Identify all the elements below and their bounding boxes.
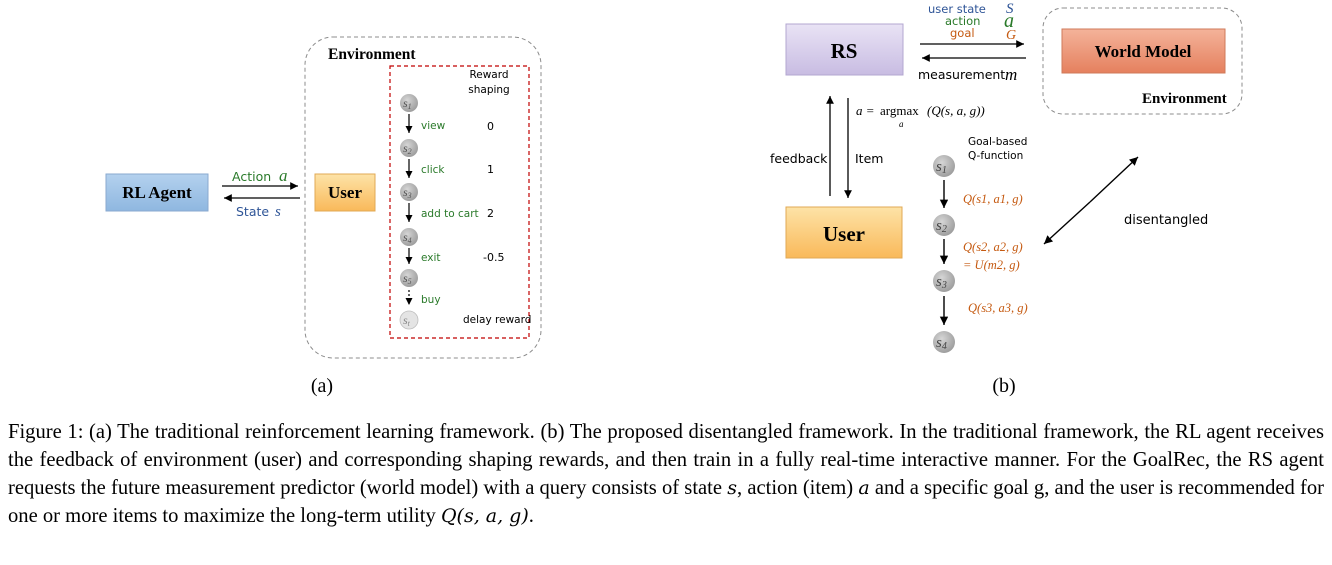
rl-agent-box — [105, 173, 209, 212]
argmax-rhs: (Q(s, a, g)) — [927, 103, 985, 118]
state-chain-b: s1 s2 s3 s4 — [933, 155, 955, 353]
world-model-box — [1061, 28, 1226, 74]
state-node-label: s4 — [403, 230, 412, 245]
sublabel-a: (a) — [311, 375, 333, 397]
caption-symbol-s: s — [727, 477, 737, 499]
state-label: State — [236, 204, 269, 219]
state-node-label: s3 — [403, 185, 412, 200]
action-exit: exit — [421, 252, 441, 264]
measurement-label: measurement — [918, 67, 1005, 82]
state-node-label: s2 — [936, 218, 947, 235]
caption-part-2: , action (item) — [737, 477, 859, 499]
sublabel-b: (b) — [992, 375, 1015, 397]
state-node-label: s1 — [403, 96, 412, 111]
user-state-label: user state — [928, 2, 986, 16]
state-node-label: s4 — [936, 335, 947, 352]
user-label-a: User — [328, 183, 362, 202]
rs-box — [785, 23, 904, 76]
environment-box-a — [304, 36, 542, 359]
argmax-lhs: a = — [856, 103, 875, 118]
reward-title-1: Reward — [469, 69, 508, 81]
state-node — [399, 310, 419, 330]
q-value-3: Q(s3, a3, g) — [968, 301, 1028, 315]
world-model-label: World Model — [1095, 42, 1192, 61]
caption-part-4: . — [528, 505, 534, 527]
state-symbol: s — [275, 204, 281, 220]
caption-part-3: and a specific goal g, and the user is r… — [8, 477, 1325, 527]
state-node-label: s1 — [936, 159, 947, 176]
caption-utility: Q(s, a, g) — [440, 505, 529, 527]
state-node — [933, 155, 955, 177]
figure-caption: Figure 1: (a) The traditional reinforcem… — [8, 418, 1324, 530]
reward-value: 1 — [487, 163, 494, 176]
state-node-label: s3 — [936, 274, 947, 291]
reward-title-2: shaping — [468, 84, 509, 96]
action-add-to-cart: add to cart — [421, 208, 479, 220]
reward-shaping-box — [389, 65, 530, 339]
disentangled-arrow-up — [1089, 156, 1139, 203]
figure-canvas: RL Agent User Action a State s Environme… — [105, 1, 1243, 397]
reward-value: 2 — [487, 207, 494, 220]
action-label-b: action — [945, 14, 980, 28]
caption-part-1: Figure 1: (a) The traditional reinforcem… — [8, 421, 1324, 499]
reward-value: delay reward — [463, 314, 531, 326]
state-node — [400, 139, 418, 157]
panel-a: RL Agent User Action a State s Environme… — [105, 36, 542, 397]
q-value-2: Q(s2, a2, g) — [963, 240, 1023, 254]
disentangled-label: disentangled — [1124, 213, 1208, 228]
caption-symbol-a: a — [858, 477, 870, 499]
disentangled-arrow-down — [1043, 201, 1091, 245]
argmax-fn: argmax — [880, 103, 919, 118]
user-label-b: User — [823, 222, 865, 246]
action-label: Action — [232, 169, 271, 184]
panel-b: RS World Model Environment user state S … — [770, 1, 1243, 397]
reward-value: -0.5 — [483, 251, 504, 264]
feedback-label: feedback — [770, 151, 828, 166]
state-chain-a: s1 s2 s3 s4 s5 st — [399, 94, 419, 330]
q-value-2b: = U(m2, g) — [963, 258, 1020, 272]
action-view: view — [421, 120, 446, 132]
action-symbol: a — [279, 166, 288, 185]
state-node — [400, 269, 418, 287]
state-node-label: st — [403, 313, 411, 328]
symbol-s: S — [1006, 1, 1014, 17]
state-node — [933, 331, 955, 353]
action-click: click — [421, 164, 445, 176]
q-value-1: Q(s1, a1, g) — [963, 192, 1023, 206]
goal-label: goal — [950, 26, 975, 40]
argmax-sub: a — [899, 119, 904, 129]
goal-q-label-2: Q-function — [968, 150, 1023, 162]
symbol-a: a — [1004, 10, 1014, 32]
environment-label-b: Environment — [1142, 91, 1227, 107]
argmax-formula: a = argmax a (Q(s, a, g)) — [856, 103, 985, 129]
state-node — [933, 270, 955, 292]
reward-value: 0 — [487, 120, 494, 133]
symbol-g: G — [1006, 28, 1016, 43]
item-label: Item — [855, 151, 883, 166]
state-node — [400, 228, 418, 246]
user-box-b — [785, 206, 903, 259]
action-buy: buy — [421, 294, 441, 306]
rs-label: RS — [831, 39, 858, 63]
goal-q-label-1: Goal-based — [968, 136, 1027, 148]
state-node — [400, 183, 418, 201]
rl-agent-label: RL Agent — [122, 183, 192, 202]
state-node-label: s5 — [403, 271, 412, 286]
state-node — [933, 214, 955, 236]
user-box-a — [314, 173, 376, 212]
environment-box-b — [1042, 7, 1243, 115]
environment-label-a: Environment — [328, 46, 416, 63]
state-node-label: s2 — [403, 141, 412, 156]
symbol-m: m — [1005, 65, 1017, 84]
state-node — [400, 94, 418, 112]
